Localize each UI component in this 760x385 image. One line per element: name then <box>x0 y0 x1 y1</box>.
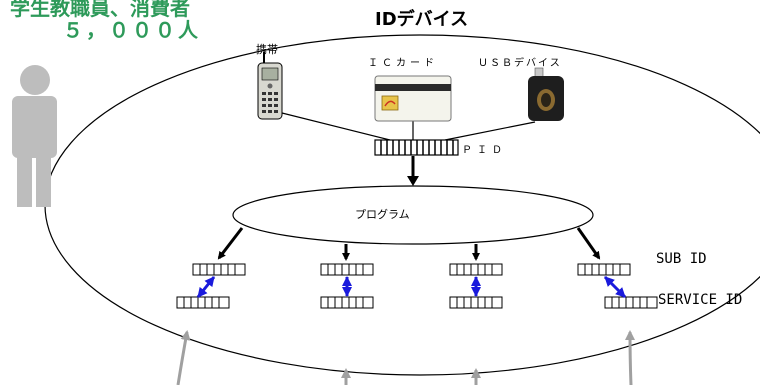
usb-device-label: ＵＳＢデバイス <box>478 58 562 69</box>
program-ellipse <box>232 185 594 245</box>
pid-connector-bar <box>374 139 459 156</box>
program-label: プログラム <box>355 208 410 221</box>
device-connector-lines <box>281 112 536 141</box>
pid-label: ＰＩＤ <box>462 145 507 156</box>
mobile-phone-icon <box>257 52 283 120</box>
sub-service-mapping-arrows <box>196 275 627 299</box>
sub-id-connector <box>449 263 503 276</box>
person-icon <box>12 65 57 207</box>
service-id-connector-pins <box>183 297 648 308</box>
service-id-connector <box>320 296 374 309</box>
sub-id-connectors <box>192 263 631 276</box>
service-id-connector <box>449 296 503 309</box>
page-title: IDデバイス <box>375 9 469 30</box>
service-id-connector <box>176 296 230 309</box>
usb-device-icon <box>528 67 564 121</box>
sub-id-connector <box>577 263 631 276</box>
sub-id-connector <box>320 263 374 276</box>
population-header: 学生教職員、消費者 <box>10 0 190 20</box>
pid-down-arrow <box>407 156 419 186</box>
sub-id-label: SUB ID <box>656 251 707 267</box>
ic-card-icon <box>374 75 452 122</box>
program-to-subid-arrows <box>217 227 601 261</box>
sub-id-connector <box>192 263 246 276</box>
ic-card-label: ＩＣカード <box>368 58 438 69</box>
population-count: ５，０００人 <box>63 18 201 42</box>
phone-label: 携帯 <box>256 43 278 56</box>
service-id-connector <box>604 296 658 309</box>
service-id-label: SERVICE ID <box>658 292 743 308</box>
service-id-connectors <box>176 296 658 309</box>
sub-id-connector-pins <box>199 264 621 275</box>
incoming-grey-arrows <box>176 330 636 385</box>
